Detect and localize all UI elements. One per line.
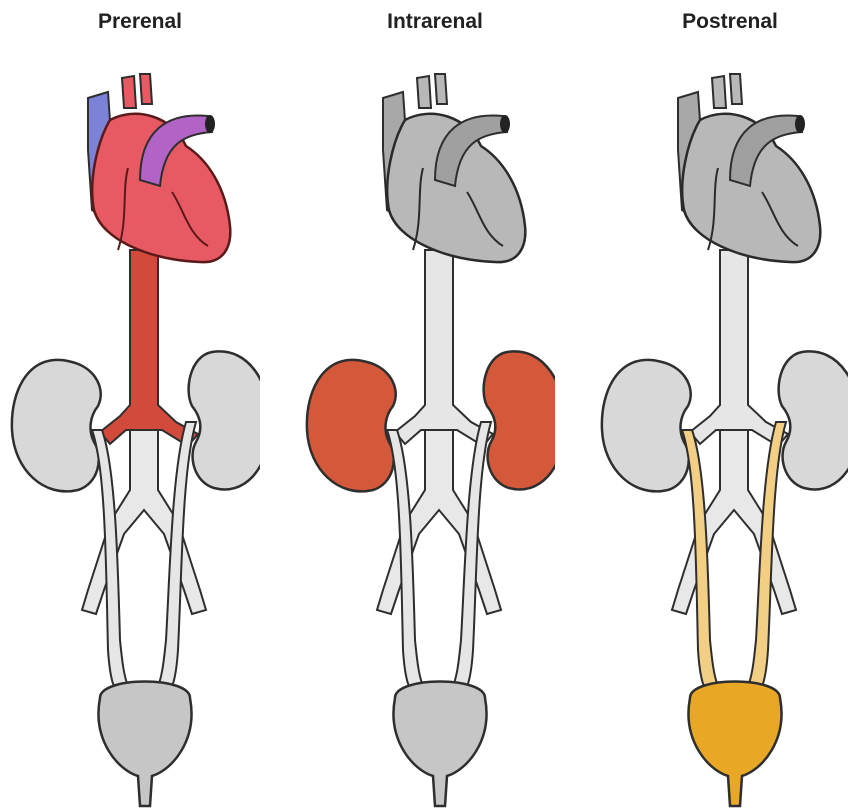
prerenal-title: Prerenal	[20, 10, 260, 34]
right-kidney	[602, 360, 691, 492]
prerenal-diagram	[0, 50, 260, 810]
aorta-opening	[500, 115, 510, 133]
right-kidney	[307, 360, 396, 492]
postrenal-diagram	[590, 50, 848, 810]
left-kidney	[779, 351, 848, 489]
bladder	[689, 682, 782, 807]
carotid-artery	[730, 74, 742, 104]
carotid-artery	[435, 74, 447, 104]
brachiocephalic-artery	[122, 76, 136, 108]
bladder	[99, 682, 192, 807]
left-kidney	[189, 351, 260, 489]
intrarenal-title: Intrarenal	[315, 10, 555, 34]
aorta	[100, 250, 198, 446]
right-kidney	[12, 360, 101, 492]
aorta-opening	[205, 115, 215, 133]
brachiocephalic-artery	[712, 76, 726, 108]
carotid-artery	[140, 74, 152, 104]
aorta	[690, 250, 788, 446]
aorta-opening	[795, 115, 805, 133]
postrenal-title: Postrenal	[610, 10, 848, 34]
bladder	[394, 682, 487, 807]
left-kidney	[484, 351, 555, 489]
intrarenal-diagram	[295, 50, 555, 810]
brachiocephalic-artery	[417, 76, 431, 108]
aorta	[395, 250, 493, 446]
